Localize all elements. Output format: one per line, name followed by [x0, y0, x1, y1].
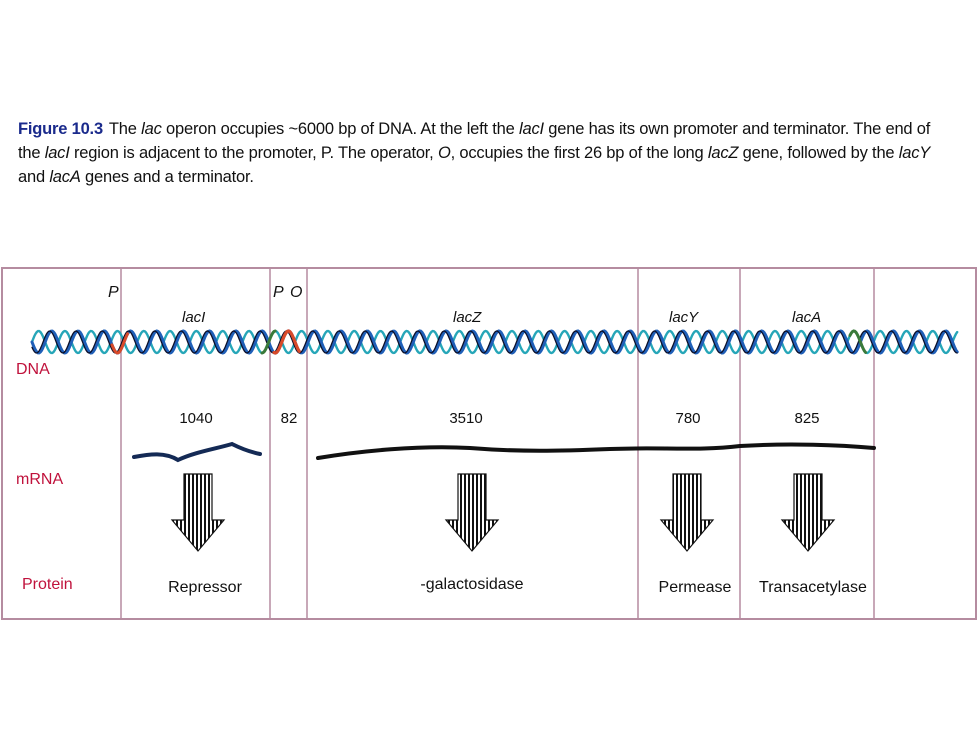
column-dividers: [120, 268, 875, 619]
length-lacy: 780: [675, 410, 700, 427]
dna-highlight-promoter-operator: [272, 329, 301, 355]
protein-repressor: Repressor: [168, 579, 242, 596]
caption-part: gene has its own promoter and terminator…: [18, 120, 931, 162]
dna-highlight-terminator: [848, 329, 868, 354]
length-po: 82: [281, 410, 298, 427]
dna-highlight-laci-end: [260, 329, 277, 355]
gene-name-laca: lacA: [792, 309, 821, 326]
dna-strand-front: [30, 329, 959, 355]
row-label-mrna: mRNA: [16, 471, 63, 488]
protein-permease: Permease: [659, 579, 732, 596]
diagram-frame: [1, 267, 977, 620]
caption-part: lacI: [519, 120, 544, 138]
arrow-lacz: [444, 473, 500, 552]
promoter-label: P: [273, 284, 284, 301]
caption-part: genes and a terminator.: [80, 168, 254, 186]
length-laca: 825: [794, 410, 819, 427]
caption-part: lacA: [49, 168, 81, 186]
length-lacz: 3510: [449, 410, 482, 427]
arrow-laci: [170, 473, 226, 552]
arrow-laca: [780, 473, 836, 552]
caption-part: operon occupies ~6000 bp of DNA. At the …: [161, 120, 520, 138]
caption-part: lacY: [898, 144, 931, 162]
gene-name-laci: lacI: [182, 309, 205, 326]
caption-part: region is adjacent to the promoter, P. T…: [69, 144, 438, 162]
caption-part: lacI: [44, 144, 70, 162]
mrna-laci: [132, 441, 262, 463]
caption-text: The lac operon occupies ~6000 bp of DNA.…: [18, 120, 930, 186]
gene-name-lacy: lacY: [669, 309, 699, 326]
dna-helix: [30, 329, 959, 355]
figure-label: Figure 10.3: [18, 120, 103, 138]
row-label-dna: DNA: [16, 361, 50, 378]
gene-name-lacz: lacZ: [453, 309, 482, 326]
caption-part: gene, followed by the: [738, 144, 899, 162]
caption-part: lacZ: [707, 144, 739, 162]
dna-highlight-promoter-laci: [110, 332, 130, 355]
caption-part: The: [108, 120, 142, 138]
mrna-polycistronic: [316, 442, 876, 460]
dna-strand-back: [30, 329, 959, 355]
operator-label: O: [290, 284, 302, 301]
arrow-lacy: [659, 473, 715, 552]
length-laci: 1040: [179, 410, 212, 427]
row-label-protein: Protein: [22, 576, 73, 593]
promoter-left-label: P: [108, 284, 119, 301]
caption-part: O: [437, 144, 451, 162]
protein-galactosidase: -galactosidase: [420, 576, 523, 593]
dna-strand-shadow: [31, 330, 958, 354]
caption-part: and: [18, 168, 50, 186]
protein-transacetylase: Transacetylase: [759, 579, 867, 596]
caption-part: lac: [141, 120, 162, 138]
caption-part: , occupies the first 26 bp of the long: [450, 144, 708, 162]
